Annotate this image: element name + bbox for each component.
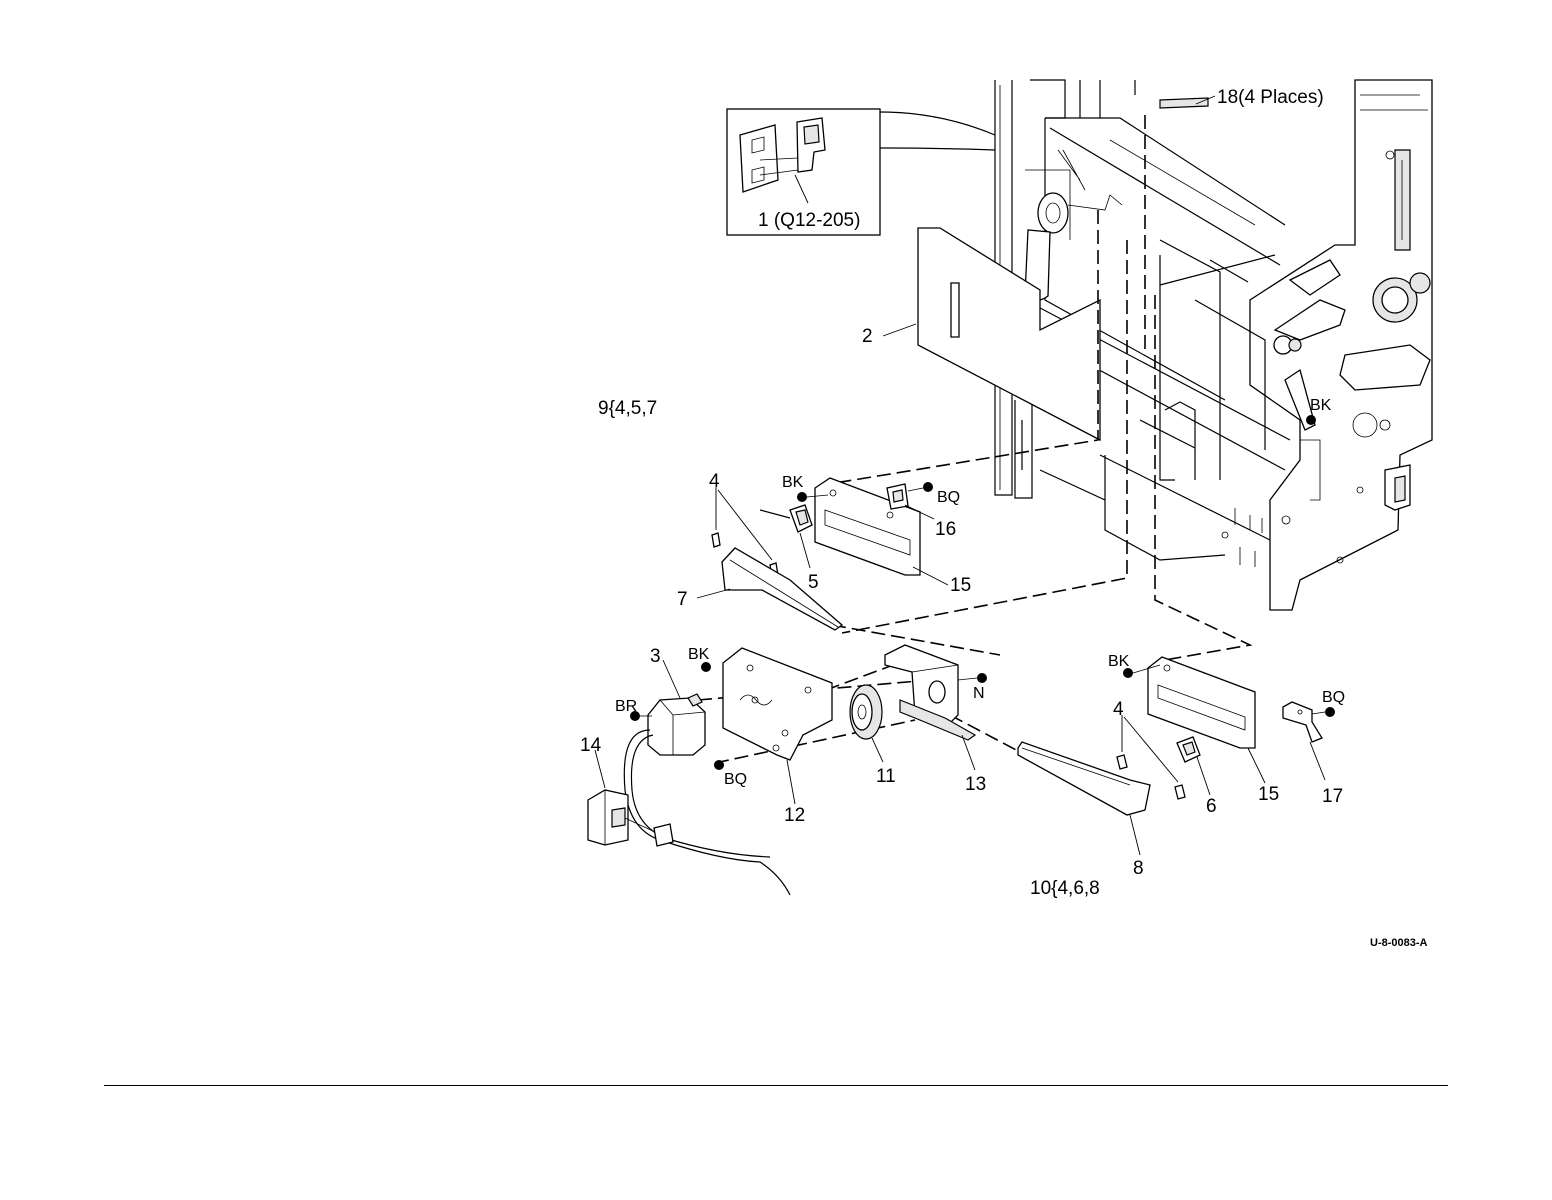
callout-4a: 4 <box>709 471 720 492</box>
callout-5: 5 <box>808 572 819 593</box>
callout-13: 13 <box>965 774 986 795</box>
drawing-code: U-8-0083-A <box>1370 937 1428 949</box>
sub-assembly-9: 9{4,5,7 15 16 BK BQ 5 4 <box>598 398 971 630</box>
callout-10: 10{4,6,8 <box>1030 878 1100 899</box>
fastener-br: BR <box>615 698 637 715</box>
callout-15a: 15 <box>950 575 971 596</box>
callout-4b: 4 <box>1113 699 1124 720</box>
part-2-cover-plate: 2 <box>862 228 1100 440</box>
part-18-clips: 18(4 Places) <box>1160 87 1324 108</box>
callout-14: 14 <box>580 735 602 756</box>
fastener-bk-4: BK <box>1310 397 1332 414</box>
fastener-bq-2: BQ <box>724 771 747 788</box>
callout-18: 18(4 Places) <box>1217 87 1324 108</box>
fastener-bk-1: BK <box>782 474 804 491</box>
fastener-n: N <box>973 685 985 702</box>
fastener-bq-3: BQ <box>1322 689 1345 706</box>
callout-6: 6 <box>1206 796 1217 817</box>
callout-9: 9{4,5,7 <box>598 398 657 419</box>
callout-1: 1 (Q12-205) <box>758 210 860 231</box>
callout-2: 2 <box>862 326 873 347</box>
lower-drive-assembly: 12 BK BQ 3 BR 14 11 <box>580 645 987 895</box>
callout-17: 17 <box>1322 786 1343 807</box>
page-footer-rule <box>104 1085 1448 1086</box>
callout-12: 12 <box>784 805 805 826</box>
callout-16: 16 <box>935 519 956 540</box>
callout-3: 3 <box>650 646 661 667</box>
fastener-bk-3: BK <box>1108 653 1130 670</box>
callout-15b: 15 <box>1258 784 1279 805</box>
callout-7: 7 <box>677 589 688 610</box>
fastener-bq-1: BQ <box>937 489 960 506</box>
callout-8: 8 <box>1133 858 1144 879</box>
callout-11: 11 <box>876 766 896 787</box>
sub-assembly-10: 8 10{4,6,8 4 6 15 BK 17 BQ <box>1018 653 1345 899</box>
fastener-bk-2: BK <box>688 646 710 663</box>
sensor-detail-inset: 1 (Q12-205) <box>727 109 995 235</box>
